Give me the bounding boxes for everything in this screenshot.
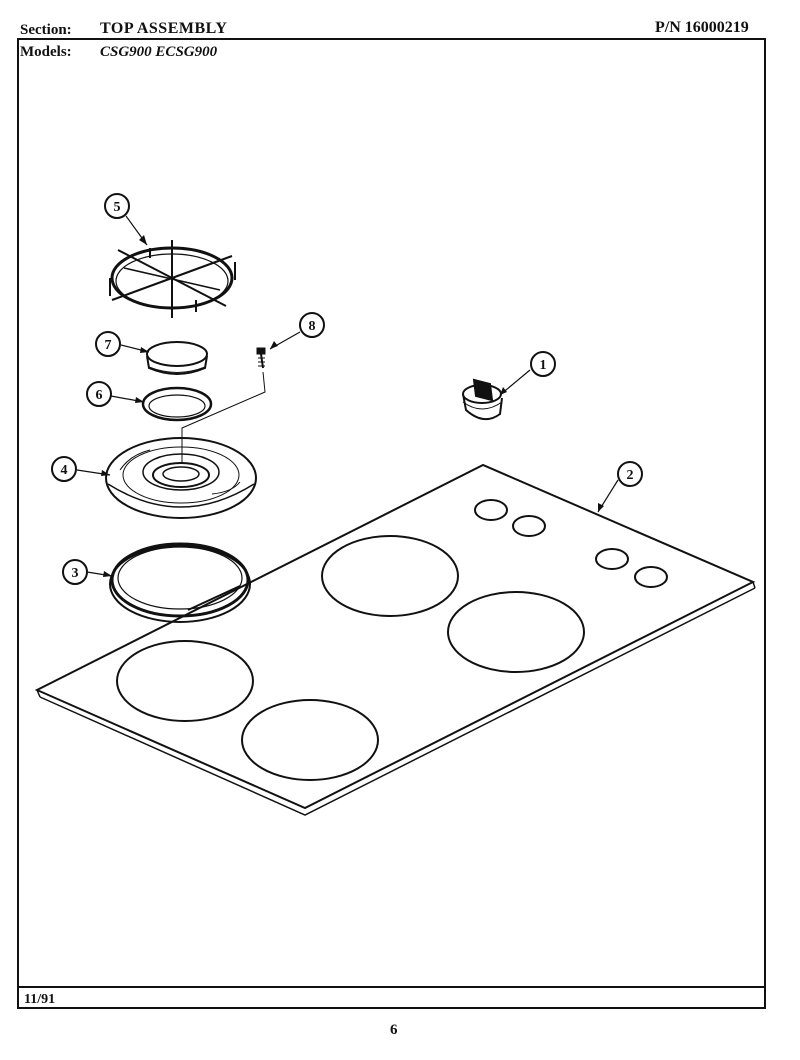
footer-divider <box>17 986 766 988</box>
callout-2-label: 2 <box>627 468 634 483</box>
callout-4-label: 4 <box>61 463 68 478</box>
page-number: 6 <box>390 1022 398 1038</box>
callout-6: 6 <box>86 381 112 407</box>
models-label: Models: <box>20 44 72 60</box>
section-label: Section: <box>20 22 72 38</box>
revision-date: 11/91 <box>24 992 56 1007</box>
burner-ring <box>141 386 213 422</box>
callout-2: 2 <box>617 461 643 487</box>
models-list: CSG900 ECSG900 <box>100 44 218 60</box>
part-number: P/N 16000219 <box>655 19 749 36</box>
screw-and-wire <box>181 347 266 464</box>
callout-8-label: 8 <box>309 319 316 334</box>
callout-7: 7 <box>95 331 121 357</box>
trim-ring <box>109 542 251 623</box>
section-title: TOP ASSEMBLY <box>100 20 228 37</box>
leader-arrowheads <box>101 235 604 577</box>
burner-cap <box>146 341 208 375</box>
control-knob <box>462 378 503 421</box>
callout-1: 1 <box>530 351 556 377</box>
callout-7-label: 7 <box>105 338 112 353</box>
callout-8: 8 <box>299 312 325 338</box>
callout-4: 4 <box>51 456 77 482</box>
drip-bowl <box>105 437 257 519</box>
callout-6-label: 6 <box>96 388 103 403</box>
callout-1-label: 1 <box>540 358 547 373</box>
callout-5: 5 <box>104 193 130 219</box>
burner-grate <box>109 240 236 318</box>
callout-3-label: 3 <box>72 566 79 581</box>
callout-5-label: 5 <box>114 200 121 215</box>
cooktop-panel <box>34 463 756 816</box>
callout-3: 3 <box>62 559 88 585</box>
drawing-frame <box>17 38 766 1009</box>
